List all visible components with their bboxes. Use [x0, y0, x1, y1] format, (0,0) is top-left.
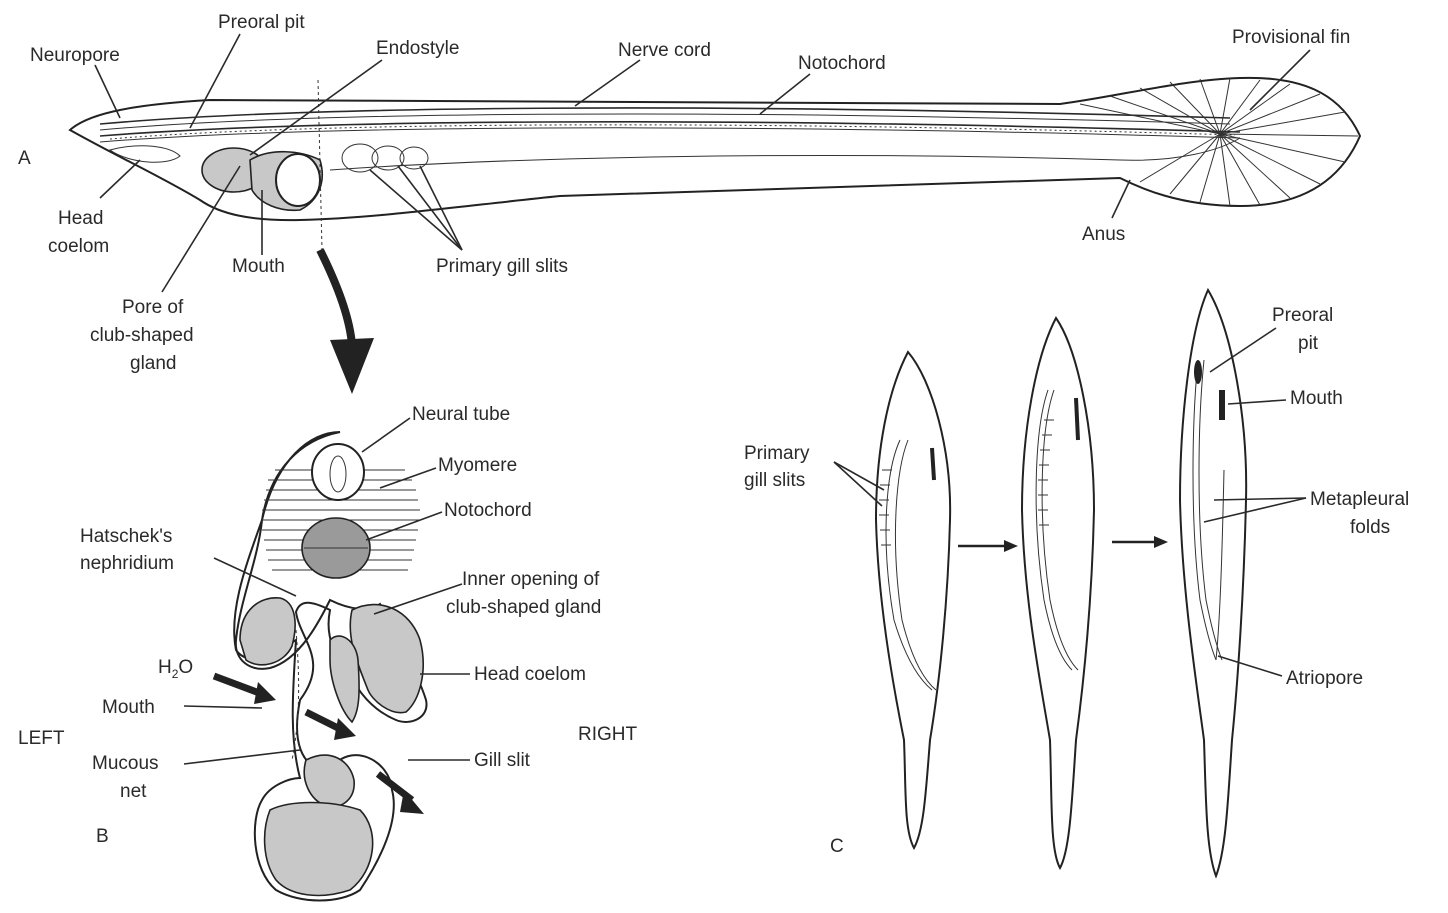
label-metapleural-line2: folds [1350, 517, 1390, 538]
label-preoral-pit: Preoral pit [218, 12, 305, 33]
label-neural-tube: Neural tube [412, 404, 510, 425]
label-gill-slit: Gill slit [474, 750, 531, 771]
label-primary-gill-line1: Primary [744, 443, 810, 464]
label-inner-opening-line2: club-shaped gland [446, 597, 601, 618]
label-h2o: H2O [158, 657, 193, 681]
panel-a-drawing [70, 78, 1360, 250]
label-head-coelom-line1: Head [58, 208, 103, 229]
panel-c-label: C [830, 836, 844, 857]
label-nerve-cord: Nerve cord [618, 40, 711, 61]
label-head-coelom-b: Head coelom [474, 664, 586, 685]
panel-b-label: B [96, 826, 109, 847]
panel-a-label: A [18, 148, 31, 169]
panel-b-drawing [234, 432, 426, 901]
label-primary-gill-line2: gill slits [744, 470, 805, 491]
panel-c-larva-1 [876, 352, 950, 848]
section-arrow-icon [320, 250, 352, 345]
label-left: LEFT [18, 728, 65, 749]
label-inner-opening-line1: Inner opening of [462, 569, 600, 590]
panel-c-larva-2 [1022, 318, 1094, 868]
label-provisional-fin: Provisional fin [1232, 27, 1350, 48]
label-anus: Anus [1082, 224, 1125, 245]
label-right: RIGHT [578, 724, 638, 745]
label-hatschek-line1: Hatschek's [80, 526, 172, 547]
label-pore-line3: gland [130, 353, 177, 374]
panel-c-larva-3 [1180, 290, 1246, 876]
label-preoral-line2: pit [1298, 333, 1319, 354]
label-mucous-line2: net [120, 781, 147, 802]
label-endostyle: Endostyle [376, 38, 459, 59]
label-head-coelom-line2: coelom [48, 236, 109, 257]
label-h2o-h: H [158, 657, 172, 678]
label-notochord: Notochord [798, 53, 886, 74]
label-hatschek-line2: nephridium [80, 553, 174, 574]
label-mouth-a: Mouth [232, 256, 285, 277]
label-mucous-line1: Mucous [92, 753, 159, 774]
label-h2o-o: O [178, 657, 193, 678]
label-mouth-c: Mouth [1290, 388, 1343, 409]
label-neuropore: Neuropore [30, 45, 120, 66]
label-myomere: Myomere [438, 455, 517, 476]
label-primary-gill-slits-a: Primary gill slits [436, 256, 568, 277]
label-pore-line2: club-shaped [90, 325, 194, 346]
label-pore-line1: Pore of [122, 297, 184, 318]
section-arrowhead-icon [330, 338, 374, 394]
label-preoral-line1: Preoral [1272, 305, 1333, 326]
label-mouth-b: Mouth [102, 697, 155, 718]
label-metapleural-line1: Metapleural [1310, 489, 1409, 510]
label-notochord-b: Notochord [444, 500, 532, 521]
label-atriopore: Atriopore [1286, 668, 1363, 689]
